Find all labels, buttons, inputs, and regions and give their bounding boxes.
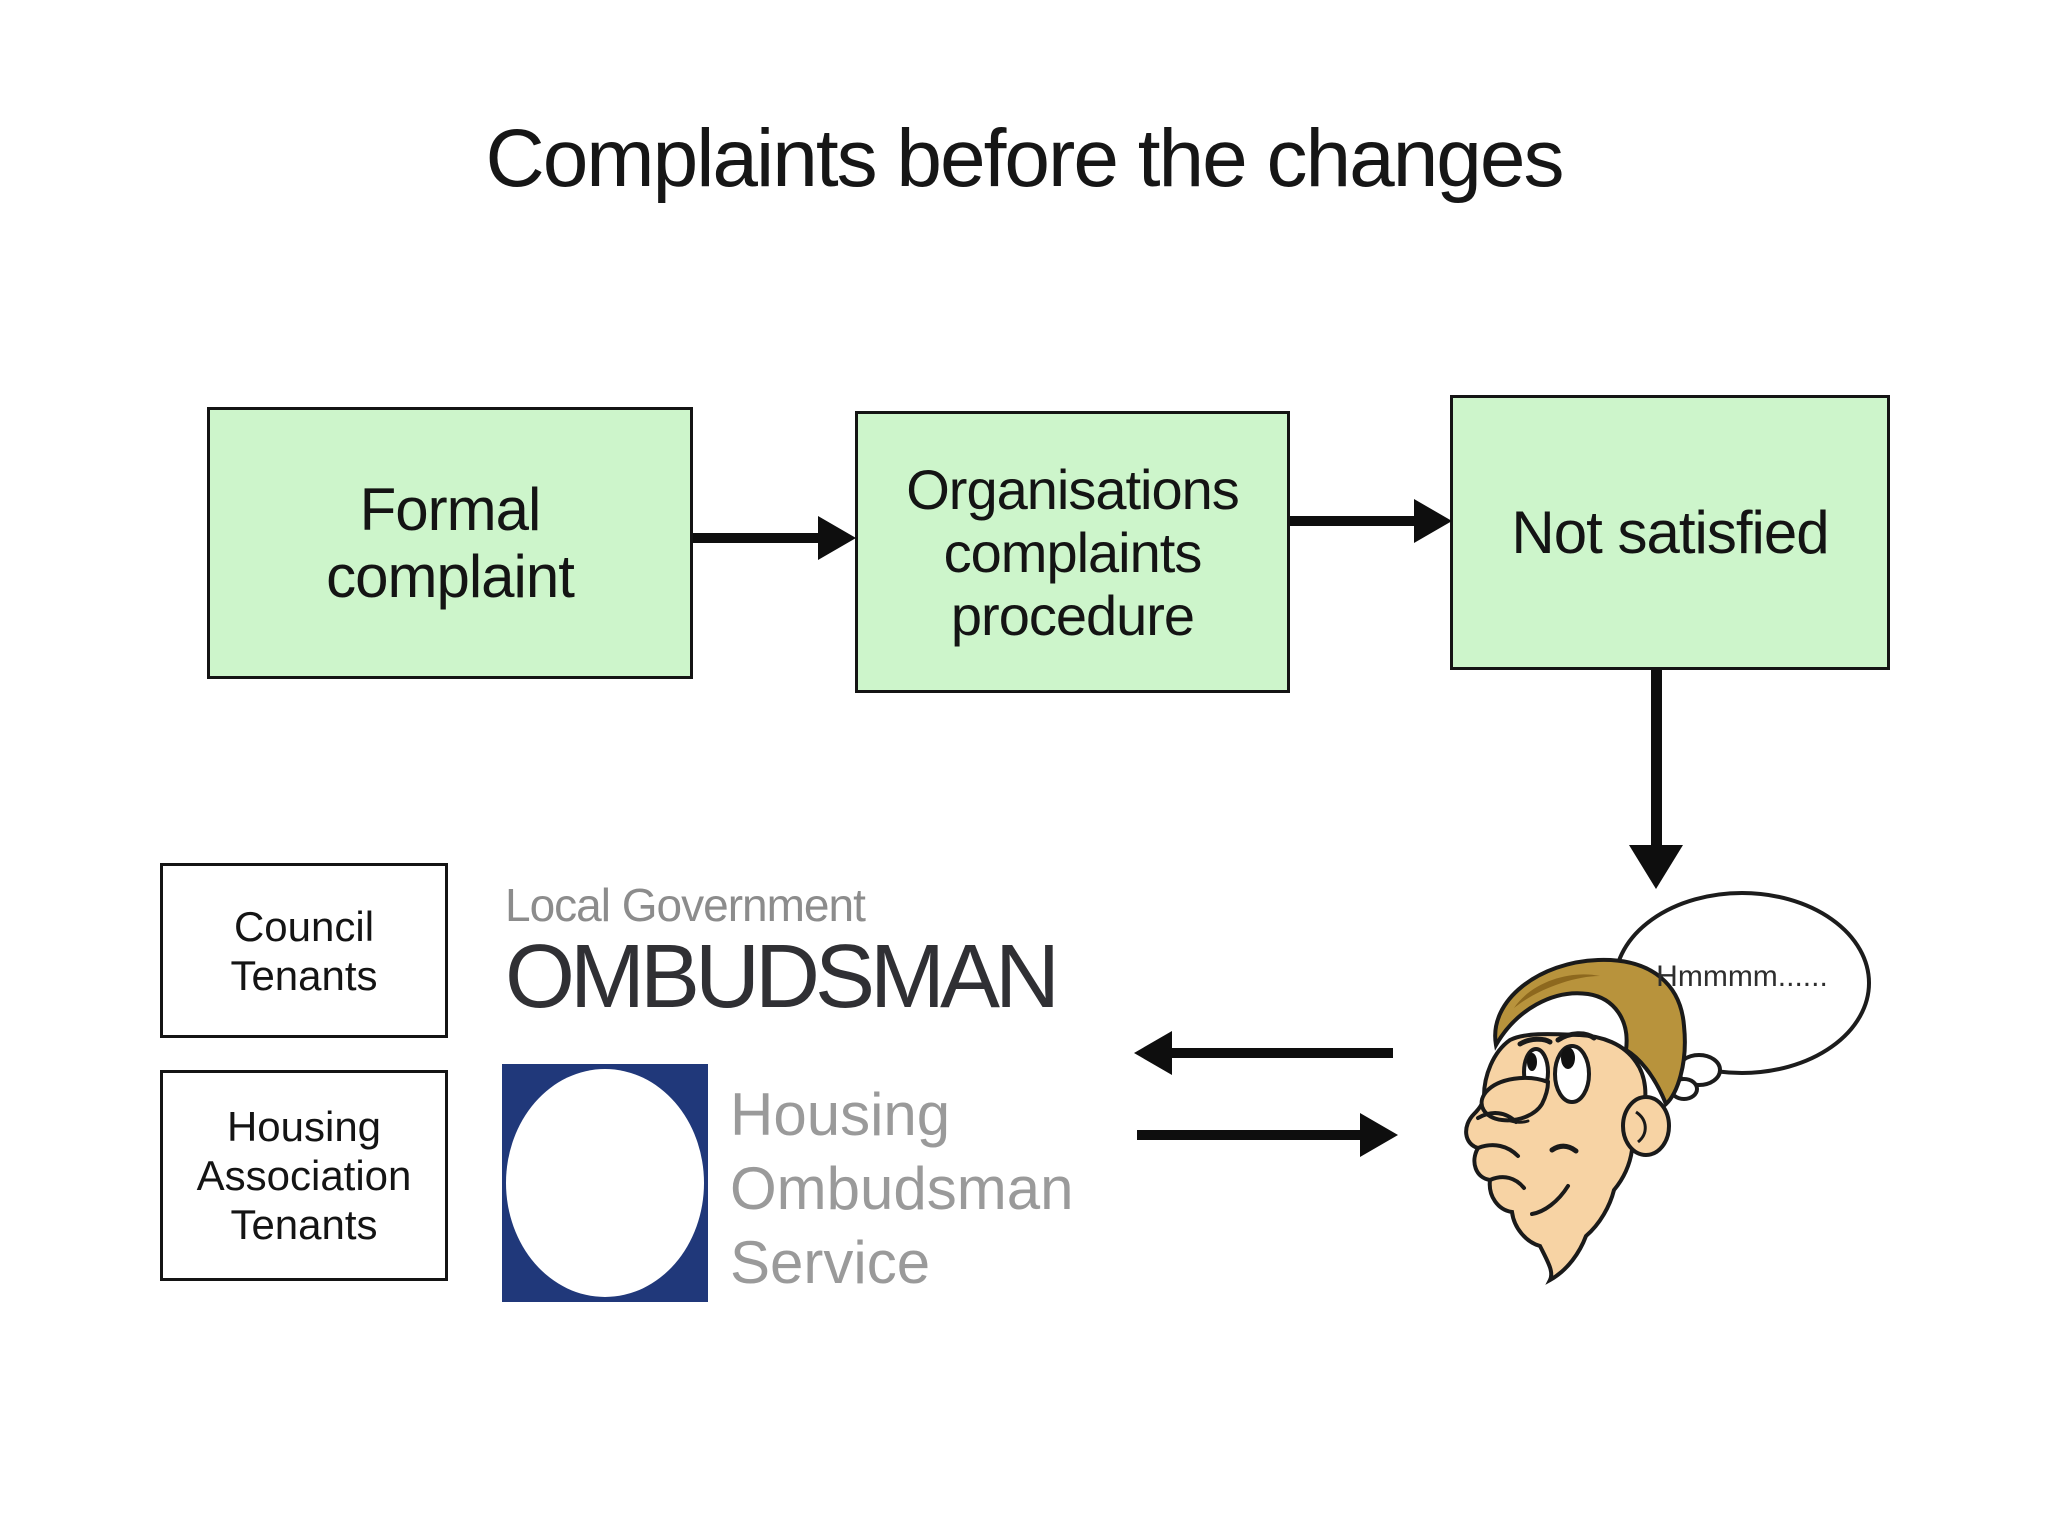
- housing-ombudsman-logo-icon: [502, 1064, 708, 1302]
- tenant-box-label-line: Tenants: [230, 1201, 378, 1248]
- slide-title: Complaints before the changes: [485, 113, 1564, 204]
- housing-ombudsman-logo-text: Housing Ombudsman Service: [730, 1078, 1073, 1300]
- thought-bubble-text: Hmmmm......: [1656, 960, 1828, 993]
- nose-shape: [1479, 1075, 1551, 1123]
- right-arrow-icon: [1137, 1113, 1398, 1157]
- hair-streak: [1514, 974, 1600, 1008]
- tenant-box-label-line: Council: [233, 902, 375, 950]
- tenant-box-label-line: Association: [196, 1152, 412, 1199]
- ear-shape: [1621, 1095, 1671, 1157]
- down-arrow-icon: [1629, 670, 1683, 889]
- hair-shape: [1493, 957, 1687, 1108]
- hand-lines: [1476, 1111, 1570, 1216]
- thinking-person-clipart: [1464, 957, 1687, 1285]
- right-arrow-icon: [1290, 499, 1452, 543]
- hos-logo-text-line: Ombudsman: [730, 1155, 1074, 1222]
- hos-logo-text-line: Housing: [730, 1081, 951, 1148]
- local-government-ombudsman-logo: Local Government OMBUDSMAN: [505, 878, 1060, 1029]
- tenant-box-label-line: Tenants: [230, 951, 378, 999]
- flow-box-not-satisfied: Not satisfied: [1450, 395, 1890, 670]
- hos-logo-text-line: Service: [730, 1229, 931, 1296]
- housing-ombudsman-circle-icon: [506, 1069, 704, 1297]
- nostril-line: [1506, 1118, 1530, 1124]
- tenant-box-label-line: Housing: [226, 1103, 382, 1150]
- eyebrows: [1517, 1031, 1597, 1047]
- left-arrow-icon: [1134, 1031, 1393, 1075]
- flow-box-label-line: complaints: [943, 520, 1203, 584]
- flow-box-label-line: procedure: [950, 583, 1195, 647]
- mouth-frown: [1549, 1143, 1579, 1154]
- flow-box-label-line: complaint: [326, 543, 575, 610]
- tenant-box-housing-association-tenants: Housing Association Tenants: [160, 1070, 448, 1281]
- lgo-logo-text-small: Local Government: [505, 879, 866, 931]
- lgo-logo-text-large: OMBUDSMAN: [505, 927, 1060, 1027]
- flow-box-label-line: Organisations: [906, 457, 1240, 521]
- right-arrow-icon: [693, 516, 856, 560]
- flow-box-formal-complaint: Formal complaint: [207, 407, 693, 679]
- flow-box-organisations-complaints-procedure: Organisations complaints procedure: [855, 411, 1290, 693]
- tenant-box-council-tenants: Council Tenants: [160, 863, 448, 1038]
- flow-box-label-line: Not satisfied: [1511, 499, 1829, 566]
- flow-box-label-line: Formal: [359, 476, 542, 543]
